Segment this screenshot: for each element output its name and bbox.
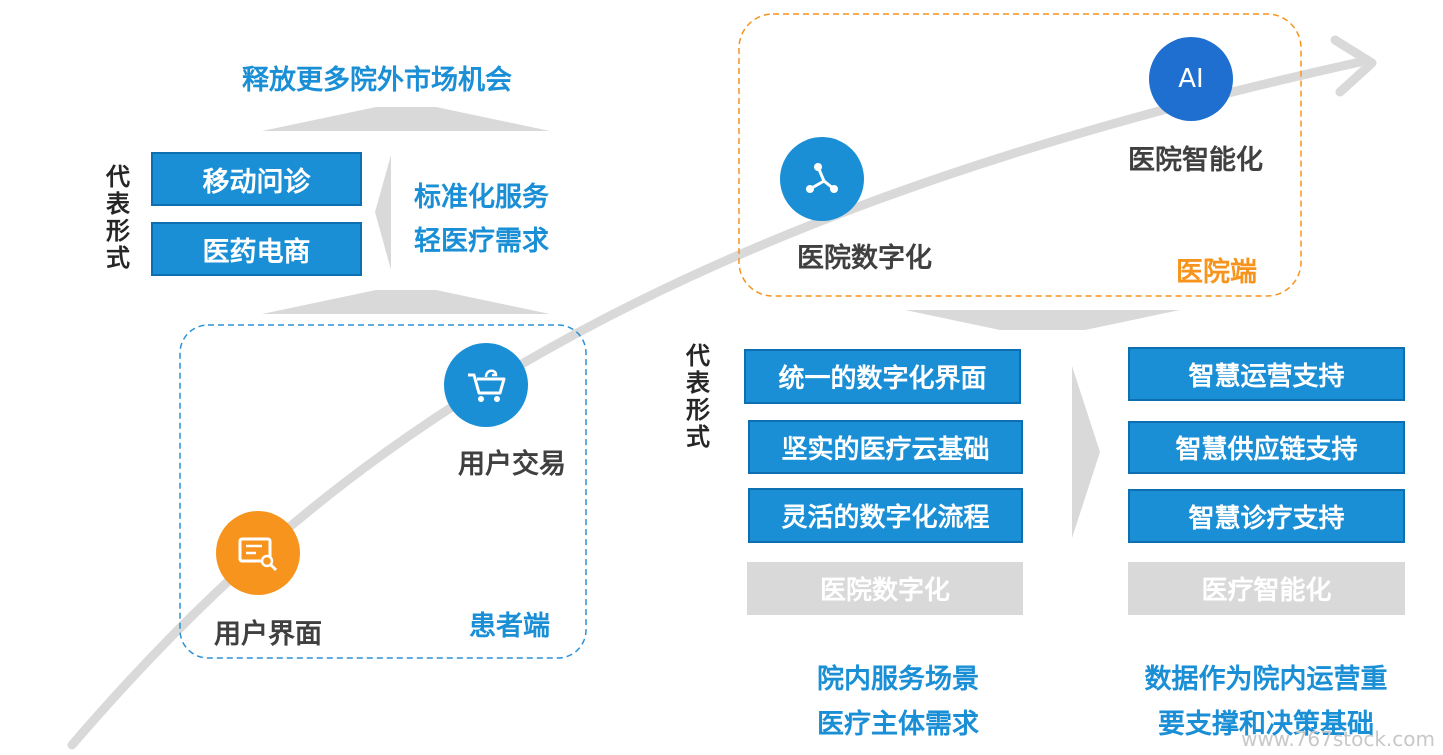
- side-text-light-medical: 轻医疗需求: [414, 226, 549, 257]
- col2-caption-line1: 数据作为院内运营重: [1144, 664, 1388, 695]
- trade-node-circle: [444, 343, 528, 427]
- box-medical-cloud: 坚实的医疗云基础: [748, 420, 1023, 474]
- node-label-trade: 用户交易: [458, 449, 566, 480]
- left-arrow: [375, 155, 391, 270]
- col1-caption-line2: 医疗主体需求: [817, 709, 979, 740]
- hospital-group-frame: [738, 13, 1302, 297]
- col1-caption-line1: 院内服务场景: [817, 664, 979, 695]
- digital-node-circle: [780, 137, 864, 221]
- down-arrow: [905, 310, 1180, 330]
- ai-badge: AI: [1149, 37, 1233, 121]
- shopping-cart-icon: [468, 369, 506, 402]
- top-caption: 释放更多院外市场机会: [242, 65, 512, 96]
- col1-caption: 院内服务场景 医疗主体需求: [803, 657, 993, 747]
- vertical-label-left: 代表形式: [106, 163, 130, 272]
- patient-group-label: 患者端: [469, 611, 550, 642]
- box-mobile-consult: 移动问诊: [151, 152, 362, 206]
- box-pharma-ecommerce: 医药电商: [151, 222, 362, 276]
- screen-search-icon: [238, 537, 278, 572]
- node-label-ui: 用户界面: [214, 619, 322, 650]
- footer-hospital-digital: 医院数字化: [747, 562, 1023, 615]
- up-arrow-top: [262, 107, 550, 131]
- box-smart-supply-chain: 智慧供应链支持: [1128, 421, 1405, 474]
- ui-node-circle: [216, 511, 300, 595]
- footer-medical-intelligence: 医疗智能化: [1128, 562, 1405, 615]
- right-arrow: [1072, 366, 1100, 538]
- side-text-standardized: 标准化服务: [414, 182, 549, 213]
- watermark-url: www.767stock.com: [1241, 727, 1435, 751]
- hospital-group-label: 医院端: [1176, 257, 1257, 288]
- up-arrow-bottom: [262, 290, 550, 314]
- col2-caption-line2: 要支撑和决策基础: [1158, 709, 1374, 740]
- box-unified-interface: 统一的数字化界面: [744, 349, 1021, 404]
- growth-curve-arrowhead: [1330, 35, 1377, 97]
- patient-group-frame: [179, 324, 587, 659]
- box-smart-operations: 智慧运营支持: [1128, 347, 1405, 401]
- node-label-ai: 医院智能化: [1128, 145, 1263, 176]
- col2-caption: 数据作为院内运营重 要支撑和决策基础: [1126, 657, 1406, 747]
- vertical-label-right: 代表形式: [686, 342, 710, 451]
- network-nodes-icon: [806, 163, 838, 193]
- box-flexible-process: 灵活的数字化流程: [748, 488, 1023, 543]
- box-smart-diagnosis: 智慧诊疗支持: [1128, 489, 1405, 543]
- node-label-digital: 医院数字化: [797, 243, 932, 274]
